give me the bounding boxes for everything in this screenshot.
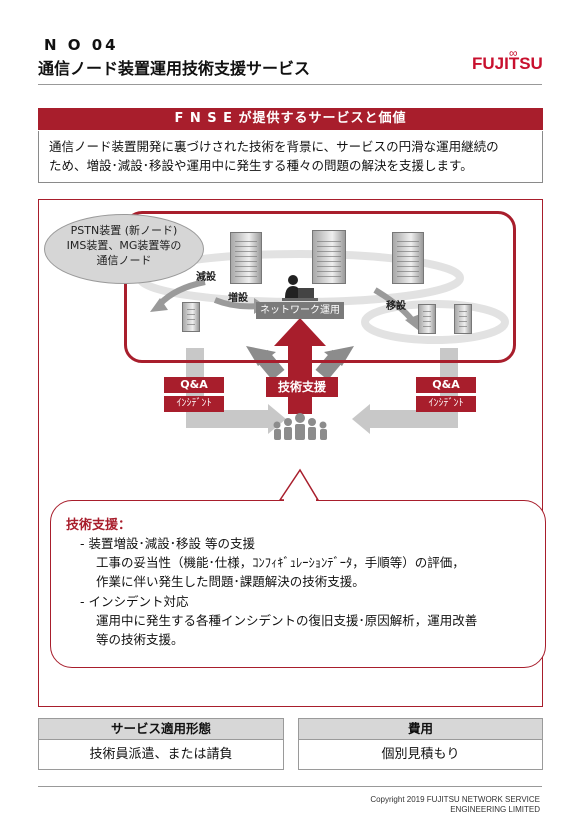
server-small-icon: [418, 304, 436, 334]
reduce-arrow-head: [150, 298, 168, 312]
server-rack-icon: [392, 232, 424, 284]
left-horizontal-arrow: [186, 410, 272, 428]
tech-support-tag: 技術支援: [266, 377, 338, 397]
page-title: 通信ノード装置運用技術支援サービス: [38, 59, 311, 78]
node-type-line: 通信ノード: [96, 254, 152, 267]
node-type-line: PSTN装置 (新ノード): [70, 224, 178, 237]
network-ops-label: ネットワーク運用: [256, 302, 344, 319]
server-small-icon: [182, 302, 200, 332]
support-line: 作業に伴い発生した問題･課題解決の技術支援。: [96, 574, 365, 589]
left-incident-tag: ｲﾝｼﾃﾞﾝﾄ: [164, 396, 224, 412]
left-arrow-head: [268, 404, 286, 434]
support-heading: 技術支援：: [66, 518, 132, 533]
node-type-line: IMS装置、MG装置等の: [66, 239, 182, 252]
label-reduce: 減設: [196, 272, 216, 283]
support-bubble: [50, 500, 546, 668]
right-arrow-head: [352, 404, 370, 434]
logo-infinity-mark: ∞: [509, 46, 518, 60]
move-arrow: [373, 287, 415, 322]
value-intro: 通信ノード装置開発に裏づけされた技術を背景に、サービスの円滑な運用継続の ため、…: [38, 131, 543, 183]
intro-line: 通信ノード装置開発に裏づけされた技術を背景に、サービスの円滑な運用継続の: [49, 139, 499, 154]
engineers-icon: [273, 413, 327, 440]
right-horizontal-arrow: [368, 410, 458, 428]
copyright: Copyright 2019 FUJITSU NETWORK SERVICE E…: [330, 795, 540, 815]
value-band-title: F N S E が提供するサービスと価値: [38, 108, 543, 130]
service-form-header: サービス適用形態: [38, 718, 284, 740]
service-diagram-panel: [38, 199, 543, 707]
support-line: 工事の妥当性（機能･仕様，ｺﾝﾌｨｷﾞｭﾚｰｼｮﾝﾃﾞｰﾀ，手順等）の評価，: [96, 555, 465, 570]
reduce-arrow: [157, 279, 206, 307]
fujitsu-logo: FUJITSU: [472, 54, 543, 73]
support-line: - インシデント対応: [80, 594, 189, 609]
move-arrow-head: [405, 314, 420, 330]
right-incident-tag: ｲﾝｼﾃﾞﾝﾄ: [416, 396, 476, 412]
server-small-icon: [454, 304, 472, 334]
label-add: 増設: [228, 293, 248, 304]
left-branch-shaft: [255, 349, 285, 381]
node-types-oval: PSTN装置 (新ノード) IMS装置、MG装置等の 通信ノード: [44, 214, 204, 284]
support-line: - 装置増設･減設･移設 等の支援: [80, 536, 255, 551]
network-node-area: [124, 211, 516, 363]
doc-number: N O 04: [44, 36, 119, 54]
operator-icon: [282, 275, 318, 301]
tail-join-mask: [284, 498, 316, 502]
server-rack-icon: [230, 232, 262, 284]
header-divider: [38, 84, 542, 85]
right-branch-shaft: [315, 349, 345, 381]
left-qa-tag: Q&A: [164, 377, 224, 393]
right-qa-tag: Q&A: [416, 377, 476, 393]
server-rack-icon: [312, 230, 346, 284]
copyright-line: ENGINEERING LIMITED: [450, 805, 540, 814]
support-line: 等の技術支援。: [96, 632, 184, 647]
copyright-line: Copyright 2019 FUJITSU NETWORK SERVICE: [370, 795, 540, 804]
tech-support-arrow: [274, 318, 326, 414]
footer-divider: [38, 786, 542, 787]
service-form-value: 技術員派遣、または請負: [38, 740, 284, 770]
label-move: 移設: [386, 301, 406, 312]
intro-line: ため、増設･減設･移設や運用中に発生する種々の問題の解決を支援します。: [49, 158, 473, 173]
fee-value: 個別見積もり: [298, 740, 543, 770]
support-line: 運用中に発生する各種インシデントの復旧支援･原因解析，運用改善: [96, 613, 478, 628]
fee-header: 費用: [298, 718, 543, 740]
